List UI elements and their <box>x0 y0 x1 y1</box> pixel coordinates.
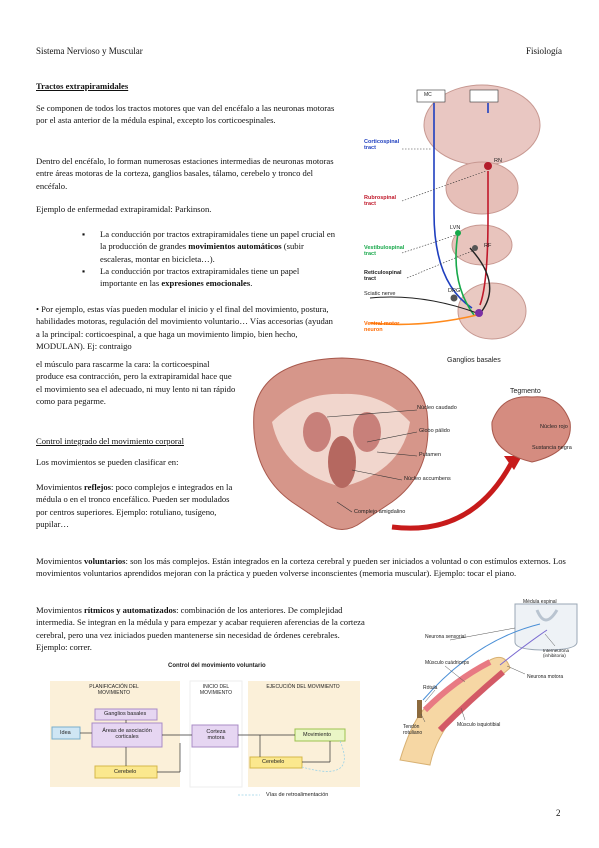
label-accumbens: Núcleo accumbens <box>404 476 451 482</box>
spinal-section <box>457 282 527 340</box>
rf-dot <box>472 245 478 251</box>
corteza-box <box>191 724 239 748</box>
ventral-path <box>369 314 478 326</box>
label-lvn: LVN <box>450 225 461 231</box>
label-drg: DRG <box>448 288 461 294</box>
label-putamen: Putamen <box>419 452 442 458</box>
label-cerebelo-2: Cerebelo <box>262 759 285 765</box>
tracts-figure: MC Corticospinal tract RN Rubrospinal tr… <box>362 83 562 345</box>
label-sciatic: Sciatic nerve <box>364 291 396 297</box>
caudate-right <box>353 412 381 452</box>
label-ejec: EJECUCIÓN DEL MOVIMIENTO <box>266 684 340 690</box>
label-inter: Interneurona (inhibitoria) <box>543 648 570 658</box>
motor-neuron-dot <box>475 309 483 317</box>
rn-dot <box>484 162 492 170</box>
label-mc: MC <box>424 92 432 98</box>
voluntary-paragraph: Movimientos voluntarios: son los más com… <box>36 556 566 579</box>
label-caudado: Núcleo caudado <box>417 405 457 411</box>
label-corteza: Corteza motora <box>206 729 226 741</box>
label-rubrospinal: Rubrospinal tract <box>364 195 397 207</box>
paragraph-3: Ejemplo de enfermedad extrapiramidal: Pa… <box>36 204 212 214</box>
bullet-2: ▪ La conducción por tractos extrapiramid… <box>82 266 300 289</box>
label-cuadriceps: Músculo cuádriceps <box>425 660 470 666</box>
header-right: Fisiología <box>525 46 562 56</box>
label-rotula: Rótula <box>423 685 438 691</box>
brainstem <box>328 436 356 488</box>
bullet-dot: ▪ <box>82 266 86 276</box>
control-fig-title: Control del movimiento voluntario <box>168 663 266 669</box>
label-inicio: INICIO DEL MOVIMIENTO <box>199 684 233 696</box>
ganglia-figure-svg <box>253 357 571 531</box>
cerebelo-box-2 <box>249 756 303 769</box>
paragraph-1: Se componen de todos los tractos motores… <box>36 103 335 126</box>
label-rn: RN <box>494 158 502 164</box>
label-rojo: Núcleo rojo <box>540 424 568 430</box>
midbrain-section <box>445 161 519 215</box>
label-sensorial: Neurona sensorial <box>425 634 466 640</box>
bullet-1: ▪ La conducción por tractos extrapiramid… <box>82 229 336 264</box>
sciatic-path <box>369 296 478 314</box>
spinal-cord-section <box>514 603 578 651</box>
label-motora: Neurona motora <box>527 674 564 680</box>
label-vestibulospinal: Vestibulospinal tract <box>364 245 405 257</box>
tracts-figure-svg <box>369 84 541 340</box>
control-figure-svg <box>50 680 360 796</box>
label-retro: Vías de retroalimentación <box>266 792 329 798</box>
reflex-hammer <box>417 700 422 718</box>
curved-arrow <box>391 460 515 531</box>
reticulospinal-path <box>469 247 491 312</box>
bullet-dot: ▪ <box>82 229 86 239</box>
drg-dot <box>450 294 458 302</box>
label-isquio: Músculo isquiotibial <box>457 722 501 728</box>
section-title: Tractos extrapiramidales <box>36 81 129 91</box>
grey-matter <box>535 609 559 622</box>
arrowhead <box>504 456 522 470</box>
mc-box <box>416 89 446 103</box>
paragraph-4a: • Por ejemplo, estas vías pueden modular… <box>36 304 333 352</box>
mc-box-right <box>469 89 499 103</box>
label-ganglios: Ganglios basales <box>104 711 147 717</box>
lvn-dot <box>455 230 461 236</box>
hamstring-shape <box>437 669 505 733</box>
quadriceps-shape <box>422 659 492 713</box>
label-tegmento: Tegmento <box>510 388 541 395</box>
label-idea: Idea <box>60 730 71 736</box>
reflex-figure-svg <box>399 603 578 766</box>
control-figure: Control del movimiento voluntario PLANIF… <box>40 663 370 808</box>
label-reticulospinal: Reticulospinal tract <box>364 270 402 282</box>
label-ganglia-title: Ganglios basales <box>447 357 501 364</box>
paragraph-5: Los movimientos se pueden clasificar en: <box>36 457 179 467</box>
rhythmic-paragraph: Movimientos rítmicos y automatizados: co… <box>36 605 365 653</box>
tegmentum-section <box>491 396 571 463</box>
label-ventral: Ventral motor neuron <box>364 321 400 333</box>
label-cerebelo-1: Cerebelo <box>114 769 137 775</box>
label-areas: Áreas de asociación corticales <box>102 728 152 740</box>
label-globo: Globo pálido <box>419 428 450 434</box>
medulla-section <box>451 224 513 266</box>
rubrospinal-path <box>479 171 489 306</box>
paragraph-4b: el músculo para rascarme la cara: la cor… <box>36 359 236 407</box>
label-amigdalino: Complejo amigdalino <box>354 509 406 515</box>
motor-neuron-path <box>499 629 548 666</box>
reflex-figure: Médula espinal Neurona sensorial Músculo… <box>395 590 580 768</box>
page-number: 2 <box>556 808 561 818</box>
ganglia-figure: Ganglios basales Núcleo caudado Globo pá… <box>242 352 582 540</box>
label-negra: Sustancia negra <box>532 445 572 451</box>
header-left: Sistema Nervioso y Muscular <box>36 46 143 56</box>
label-medula: Médula espinal <box>523 599 557 605</box>
label-tendon: Tendón rotuliano <box>403 724 423 736</box>
paragraph-2: Dentro del encéfalo, lo forman numerosas… <box>36 156 334 191</box>
corticospinal-path <box>433 103 473 309</box>
control-title: Control integrado del movimiento corpora… <box>36 436 184 446</box>
sensory-neuron-path <box>422 623 541 701</box>
label-plan: PLANIFICACIÓN DEL MOVIMIENTO <box>89 684 139 696</box>
caudate-left <box>303 412 331 452</box>
label-movimiento: Movimiento <box>303 732 332 738</box>
label-corticospinal: Corticospinal tract <box>364 139 400 151</box>
label-rf: RF <box>484 243 492 249</box>
reflex-paragraph: Movimientos reflejos: poco complejos e i… <box>36 482 233 530</box>
areas-box <box>91 722 163 748</box>
vestibulospinal-path <box>455 232 475 316</box>
